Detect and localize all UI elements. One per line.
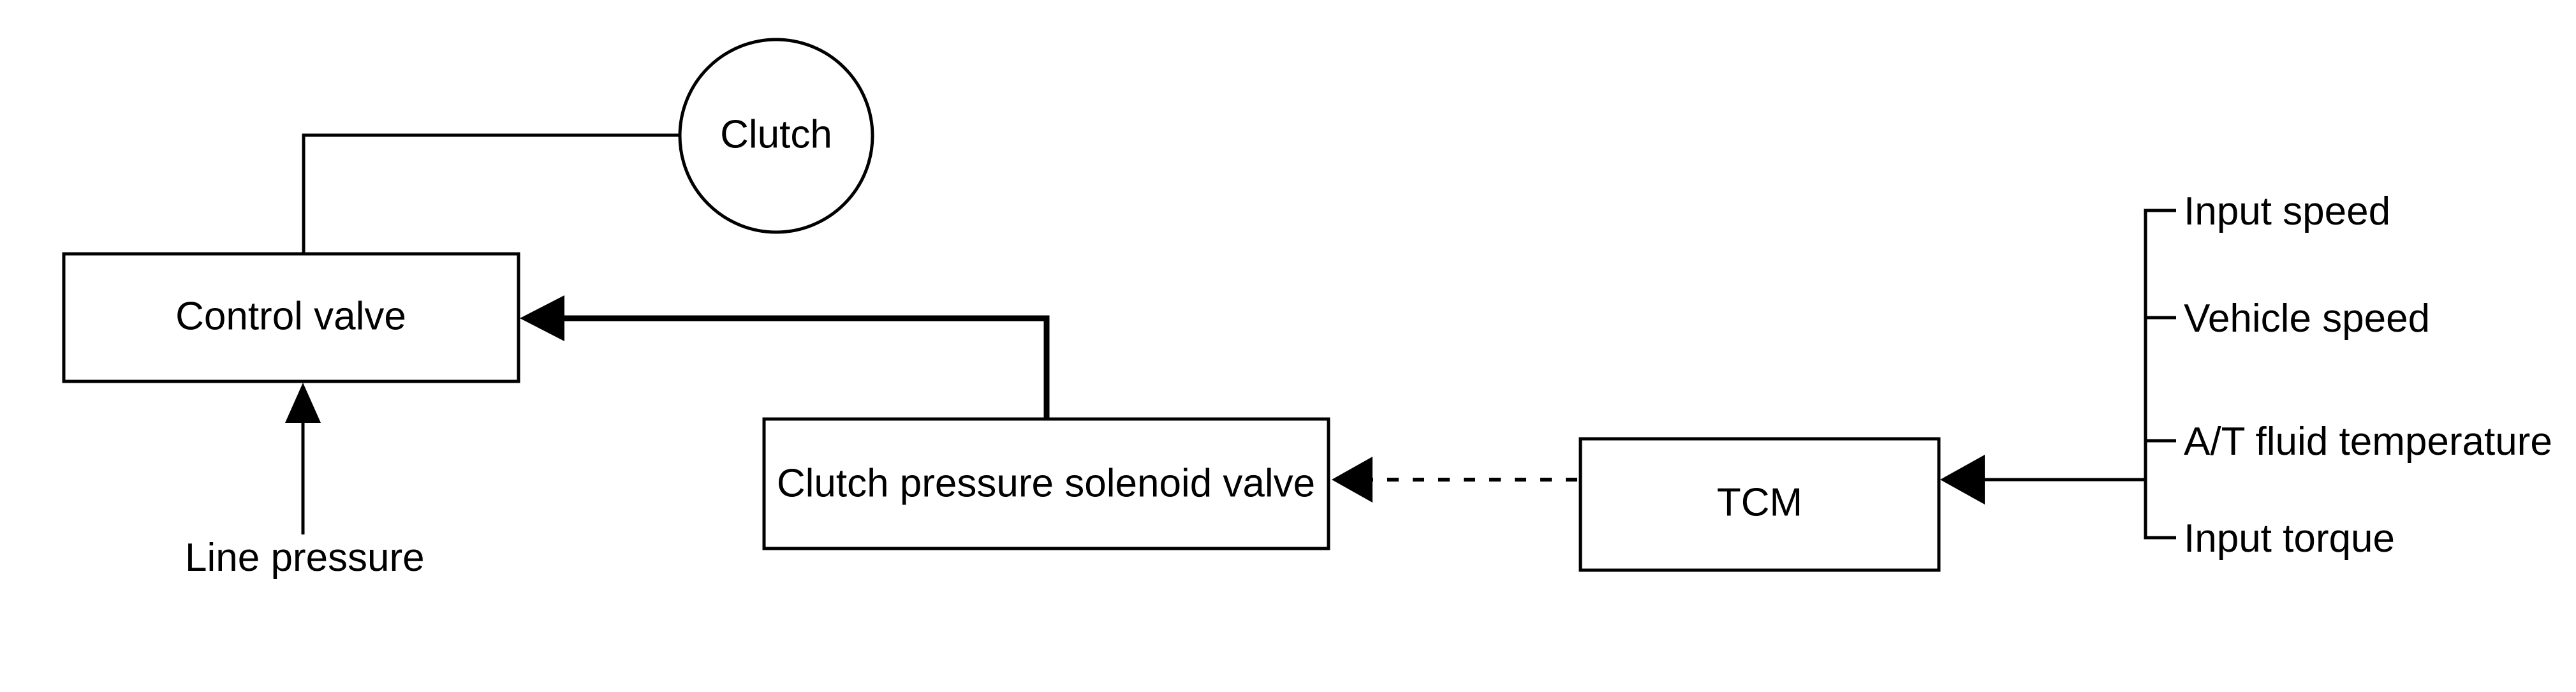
node-tcm[interactable]: [1579, 437, 1941, 572]
node-control-valve-label: Control valve: [175, 294, 406, 338]
node-clutch-pressure-solenoid-valve-label: Clutch pressure solenoid valve: [777, 461, 1315, 505]
input-signal-bracket: [2144, 209, 2176, 540]
arrowhead-tcm-to-solenoid: [1332, 457, 1373, 503]
connector-control-valve-to-clutch: [302, 133, 682, 254]
input-label-at-fluid-temperature: A/T fluid temperature: [2184, 420, 2552, 464]
node-tcm-label: TCM: [1717, 480, 1802, 524]
node-control-valve[interactable]: [62, 252, 520, 383]
connector-solenoid-to-control-valve: [548, 315, 1050, 419]
arrowhead-solenoid-to-control-valve: [520, 295, 564, 341]
edge-label-line-pressure: Line pressure: [185, 536, 425, 580]
input-label-input-speed: Input speed: [2184, 189, 2390, 233]
arrowhead-inputs-to-tcm: [1940, 455, 1985, 504]
node-clutch-label: Clutch: [720, 112, 832, 156]
arrowhead-line-pressure-to-control-valve: [285, 383, 321, 423]
node-clutch-pressure-solenoid-valve[interactable]: [762, 417, 1330, 550]
input-label-vehicle-speed: Vehicle speed: [2184, 297, 2430, 341]
input-label-input-torque: Input torque: [2184, 517, 2395, 561]
node-clutch[interactable]: [678, 38, 874, 234]
